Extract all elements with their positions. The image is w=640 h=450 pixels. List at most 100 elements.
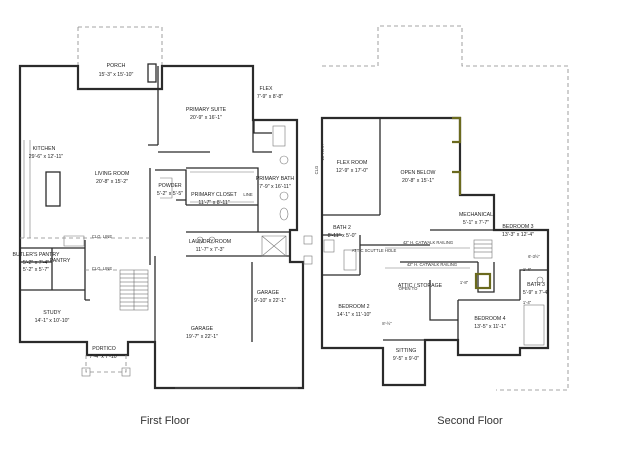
first-floor-interior-walls xyxy=(20,66,290,342)
bath-sink-2 xyxy=(279,191,289,201)
room-dims-bedroom-2: 14'-1" x 11'-10" xyxy=(337,312,372,318)
second-floor-caption: Second Floor xyxy=(437,415,503,427)
room-dims-garage-main: 19'-7" x 22'-1" xyxy=(186,334,218,340)
second-floor-plan xyxy=(320,25,569,391)
room-name-primary-bath: PRIMARY BATH xyxy=(256,176,295,182)
second-floor-stairs xyxy=(473,239,493,259)
room-dims-bath-2: 8'-11" x 5'-0" xyxy=(328,233,357,239)
room-name-study: STUDY xyxy=(43,310,61,316)
room-name-living-room: LIVING ROOM xyxy=(95,171,130,177)
room-dims-living-room: 20'-8" x 15'-2" xyxy=(96,179,128,185)
first-floor-plan xyxy=(18,26,313,390)
note-dim-1-4-b: 1'-4" xyxy=(523,300,532,305)
chase-accent-top xyxy=(452,116,462,144)
room-name-flex: FLEX xyxy=(260,86,274,92)
shower xyxy=(261,235,287,257)
room-name-primary-closet: PRIMARY CLOSET xyxy=(191,192,237,198)
room-dims-primary-suite: 20'-9" x 16'-1" xyxy=(190,115,222,121)
chase-accent-small xyxy=(474,272,492,290)
note-attic-scuttle: ATTIC SCUTTLE HOLE xyxy=(352,248,397,253)
room-dims-butlers-pantry: 5'-2" x 7'-4" xyxy=(23,260,49,266)
closet-shelves xyxy=(190,171,254,203)
room-dims-kitchen: 29'-6" x 12'-11" xyxy=(29,154,64,160)
room-dims-flex-room: 12'-9" x 17'-0" xyxy=(336,168,368,174)
second-floor-exterior-wall xyxy=(320,116,550,387)
toilet xyxy=(279,207,289,221)
second-floor-interior-walls xyxy=(322,118,548,341)
room-dims-bedroom-3: 13'-3" x 12'-4" xyxy=(502,232,534,238)
porch-outline xyxy=(78,26,163,66)
powder-vanity xyxy=(160,177,173,199)
room-name-kitchen: KITCHEN xyxy=(33,146,56,152)
room-name-bedroom-2: BEDROOM 2 xyxy=(338,304,369,310)
chase-accent-bottom xyxy=(452,170,462,195)
room-dims-porch: 15'-3" x 15'-10" xyxy=(99,72,134,78)
room-dims-portico: 7'-4" x 7'-10" xyxy=(89,354,118,360)
note-aff: 10' A.F.F. xyxy=(320,144,325,161)
primary-bath-tub xyxy=(272,125,286,147)
washer xyxy=(196,236,204,244)
note-catwalk-railing-2: 42" H. CATWALK RAILING xyxy=(407,262,457,267)
room-name-laundry-room: LAUNDRY ROOM xyxy=(189,239,231,245)
room-name-porch: PORCH xyxy=(107,63,126,69)
first-floor-stairs xyxy=(119,269,149,311)
note-line-closet: LINE xyxy=(243,192,253,197)
note-dim-6-3: 6'-3½" xyxy=(528,254,540,259)
room-dims-sitting: 9'-5" x 9'-0" xyxy=(393,356,419,362)
room-name-bedroom-4: BEDROOM 4 xyxy=(474,316,505,322)
room-name-pantry: PANTRY xyxy=(50,258,71,264)
bath-sink-1 xyxy=(279,155,289,165)
portico-outline xyxy=(85,355,127,373)
kitchen-sink-counter xyxy=(63,235,85,247)
room-name-sitting: SITTING xyxy=(396,348,416,354)
room-dims-flex: 7'-9" x 8'-8" xyxy=(257,94,283,100)
room-name-portico: PORTICO xyxy=(92,346,116,352)
room-name-flex-room: FLEX ROOM xyxy=(337,160,368,166)
note-open-to: OPEN TO xyxy=(399,286,418,291)
note-dim-1-4-a: 1'-4" xyxy=(523,267,532,272)
bath-3-tub xyxy=(523,304,545,346)
room-name-bath-3: BATH 3 xyxy=(527,282,545,288)
hvac-unit-2 xyxy=(303,255,313,265)
note-ceiling-line-1: CLG. LINE xyxy=(92,234,112,239)
room-dims-bath-3: 5'-9" x 7'-4" xyxy=(523,290,549,296)
room-dims-pantry: 5'-2" x 5'-7" xyxy=(23,267,49,273)
room-name-butlers-pantry: BUTLER'S PANTRY xyxy=(13,252,60,258)
note-clg: CLG xyxy=(314,166,319,175)
room-name-open-below: OPEN BELOW xyxy=(401,170,436,176)
bath-2-tub xyxy=(343,249,357,271)
bath-3-sink xyxy=(536,276,544,284)
room-name-garage-main: GARAGE xyxy=(191,326,214,332)
first-floor-labels: PORCH 15'-3" x 15'-10" FLEX 7'-9" x 8'-8… xyxy=(13,63,295,360)
room-dims-mechanical: 5'-1" x 7'-7" xyxy=(463,220,489,226)
kitchen-counter xyxy=(23,140,31,238)
note-catwalk-railing-1: 42" H. CATWALK RAILING xyxy=(403,240,453,245)
room-dims-primary-bath: 7'-9" x 16'-11" xyxy=(259,184,291,190)
room-name-attic-storage: ATTIC / STORAGE xyxy=(398,283,443,289)
room-name-mechanical: MECHANICAL xyxy=(459,212,493,218)
note-dim-1-8: 1'-8" xyxy=(460,280,469,285)
room-dims-garage-right: 9'-10" x 22'-1" xyxy=(254,298,286,304)
hvac-unit-1 xyxy=(303,235,313,245)
note-dim-8: 8'-½" xyxy=(382,321,392,326)
room-dims-study: 14'-1" x 10'-10" xyxy=(35,318,70,324)
room-dims-open-below: 20'-8" x 15'-1" xyxy=(402,178,434,184)
room-dims-bedroom-4: 13'-5" x 11'-1" xyxy=(474,324,506,330)
kitchen-island xyxy=(45,171,61,207)
room-name-bath-2: BATH 2 xyxy=(333,225,351,231)
room-name-powder: POWDER xyxy=(158,183,182,189)
second-floor-labels: FLEX ROOM 12'-9" x 17'-0" OPEN BELOW 20'… xyxy=(314,144,549,362)
roof-outline xyxy=(322,25,569,391)
room-dims-primary-closet: 11'-7" x 8'-11" xyxy=(198,200,229,206)
bath-2-sink xyxy=(323,239,335,253)
room-name-bedroom-3: BEDROOM 3 xyxy=(502,224,533,230)
room-name-garage-right: GARAGE xyxy=(257,290,280,296)
note-ceiling-line-2: CLG. LINE xyxy=(92,266,112,271)
fireplace xyxy=(147,63,157,83)
first-floor-caption: First Floor xyxy=(140,415,190,427)
room-name-primary-suite: PRIMARY SUITE xyxy=(186,107,227,113)
first-floor-exterior-wall xyxy=(18,64,305,390)
room-dims-laundry-room: 11'-7" x 7'-3" xyxy=(196,247,225,253)
room-dims-powder: 5'-2" x 5'-5" xyxy=(157,191,183,197)
